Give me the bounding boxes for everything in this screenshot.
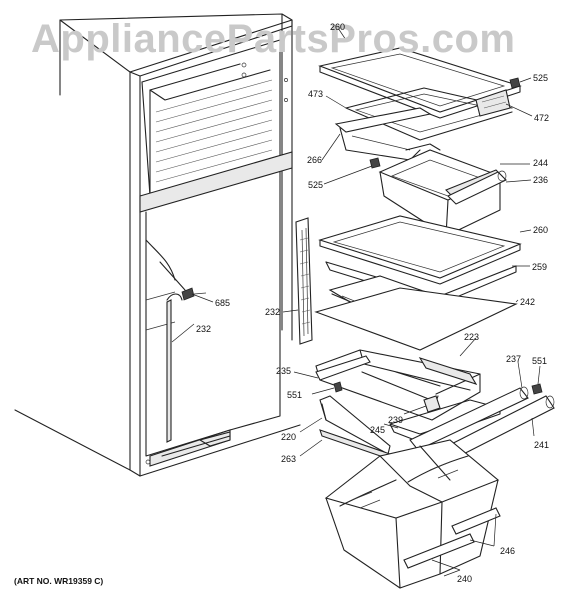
screw-551-left bbox=[333, 381, 343, 393]
slide-239 bbox=[423, 395, 441, 413]
drawer-cover bbox=[447, 170, 507, 205]
screw-685 bbox=[181, 287, 207, 301]
label-242: 242 bbox=[520, 297, 535, 307]
front-bracket-220 bbox=[319, 395, 391, 455]
drawer-handle-246-a bbox=[403, 533, 475, 569]
label-551-right: 551 bbox=[532, 356, 547, 366]
glass-panel-242 bbox=[314, 287, 518, 351]
label-241: 241 bbox=[534, 440, 549, 450]
label-259: 259 bbox=[532, 262, 547, 272]
label-240: 240 bbox=[457, 574, 472, 584]
label-260-top: 260 bbox=[330, 22, 345, 32]
part-labels: 260 525 473 472 266 244 525 236 260 259 … bbox=[196, 22, 549, 584]
label-232-left: 232 bbox=[196, 324, 211, 334]
label-244: 244 bbox=[533, 158, 548, 168]
cabinet-rail bbox=[166, 293, 183, 443]
label-260-mid: 260 bbox=[533, 225, 548, 235]
label-525-mid: 525 bbox=[308, 180, 323, 190]
bracket-472 bbox=[475, 89, 511, 117]
label-263: 263 bbox=[281, 454, 296, 464]
label-266: 266 bbox=[307, 155, 322, 165]
divider-235 bbox=[315, 355, 371, 381]
crisper-cover-237 bbox=[409, 386, 529, 451]
pin-525-top bbox=[509, 77, 521, 89]
label-223: 223 bbox=[464, 332, 479, 342]
label-685: 685 bbox=[215, 298, 230, 308]
label-232-center: 232 bbox=[265, 307, 280, 317]
label-235: 235 bbox=[276, 366, 291, 376]
label-245: 245 bbox=[370, 425, 385, 435]
label-473: 473 bbox=[308, 89, 323, 99]
label-237: 237 bbox=[506, 354, 521, 364]
label-246: 246 bbox=[500, 546, 515, 556]
drawer-handle-246-b bbox=[451, 507, 501, 535]
label-236: 236 bbox=[533, 175, 548, 185]
label-239: 239 bbox=[388, 415, 403, 425]
leader-lines bbox=[171, 27, 541, 577]
pin-525-mid bbox=[369, 157, 381, 169]
middle-glass-shelf bbox=[318, 215, 522, 285]
label-551-left: 551 bbox=[287, 390, 302, 400]
cabinet bbox=[14, 13, 301, 477]
label-220: 220 bbox=[281, 432, 296, 442]
watermark: AppliancePartsPros.com bbox=[31, 17, 516, 61]
screw-551-right bbox=[531, 383, 543, 395]
shelf-frame-266 bbox=[334, 107, 441, 161]
art-number: (ART NO. WR19359 C) bbox=[14, 576, 103, 586]
label-525-top: 525 bbox=[533, 73, 548, 83]
label-472: 472 bbox=[534, 113, 549, 123]
shelf-rail bbox=[295, 217, 313, 345]
